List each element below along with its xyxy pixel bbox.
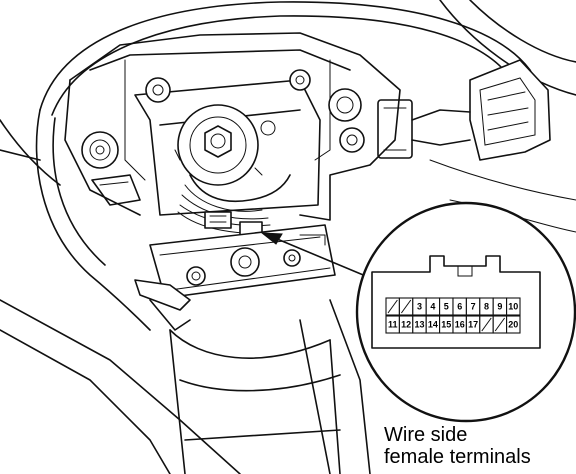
pin-number-label: 4: [430, 302, 435, 312]
pin-number-label: 6: [457, 302, 462, 312]
right-spoke-switch: [377, 59, 551, 161]
connector-cavity: [506, 297, 521, 316]
caption-line-1: Wire side: [384, 424, 468, 446]
caption-line-2: female terminals: [384, 446, 531, 468]
pin-number-label: 7: [471, 302, 476, 312]
pin-number-label: 8: [484, 302, 489, 312]
empty-cavity-mark: [481, 317, 492, 332]
pointer-arrow: [260, 232, 381, 283]
pin-number-label: 11: [388, 320, 398, 330]
connector-caption: Wire side female terminals: [384, 424, 531, 468]
pin-number-label: 20: [508, 320, 518, 330]
pin-number-label: 10: [508, 302, 518, 312]
left-mounting-bosses: [81, 77, 171, 206]
empty-cavity-mark: [387, 299, 398, 314]
pin-number-label: 17: [468, 320, 478, 330]
empty-cavity-mark: [494, 317, 506, 332]
pin-number-label: 13: [414, 320, 424, 330]
pin-number-label: 14: [428, 320, 438, 330]
wire-harness: [177, 174, 291, 237]
empty-cavity-mark: [400, 299, 412, 314]
pin-number-label: 12: [401, 320, 411, 330]
pin-number-label: 16: [455, 320, 465, 330]
pin-number-label: 15: [441, 320, 451, 330]
right-mounting-bosses: [289, 69, 365, 153]
pin-number-label: 9: [497, 302, 502, 312]
pin-number-label: 3: [417, 302, 422, 312]
steering-column: [169, 329, 341, 474]
clock-spring: [174, 104, 276, 186]
connector-cavity: [506, 315, 521, 334]
pin-number-label: 5: [444, 302, 449, 312]
lower-bracket: [134, 224, 336, 331]
hub-frame: [64, 32, 401, 221]
